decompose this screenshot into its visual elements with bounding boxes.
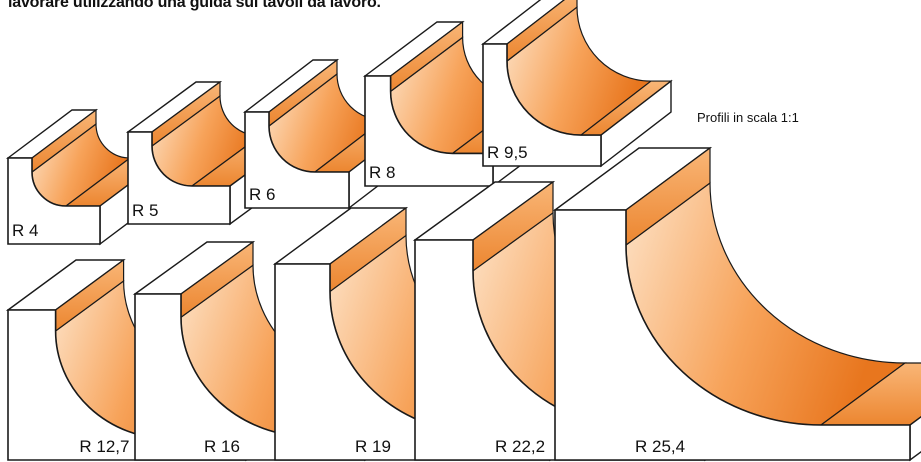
radius-label: R 16 <box>204 437 240 456</box>
profile-front-face <box>7 157 101 245</box>
profile-front-face <box>364 75 494 187</box>
profile-block: R 25,4 <box>552 146 921 462</box>
radius-label: R 19 <box>355 437 391 456</box>
profile-front-face <box>127 131 231 225</box>
profile-block: R 9,5 <box>480 0 673 168</box>
profile-front-face <box>482 43 602 167</box>
scale-note: Profili in scala 1:1 <box>697 110 799 125</box>
radius-label: R 22,2 <box>495 437 545 456</box>
radius-label: R 8 <box>369 163 395 182</box>
intro-text: lavorare utilizzando una guida sui tavol… <box>8 0 381 11</box>
radius-label: R 9,5 <box>487 143 528 162</box>
profile-front-face <box>244 111 350 209</box>
radius-label: R 4 <box>12 221 38 240</box>
profile-front-face <box>554 209 911 461</box>
radius-label: R 5 <box>132 201 158 220</box>
radius-label: R 6 <box>249 185 275 204</box>
radius-label: R 12,7 <box>79 437 129 456</box>
radius-label: R 25,4 <box>635 437 685 456</box>
